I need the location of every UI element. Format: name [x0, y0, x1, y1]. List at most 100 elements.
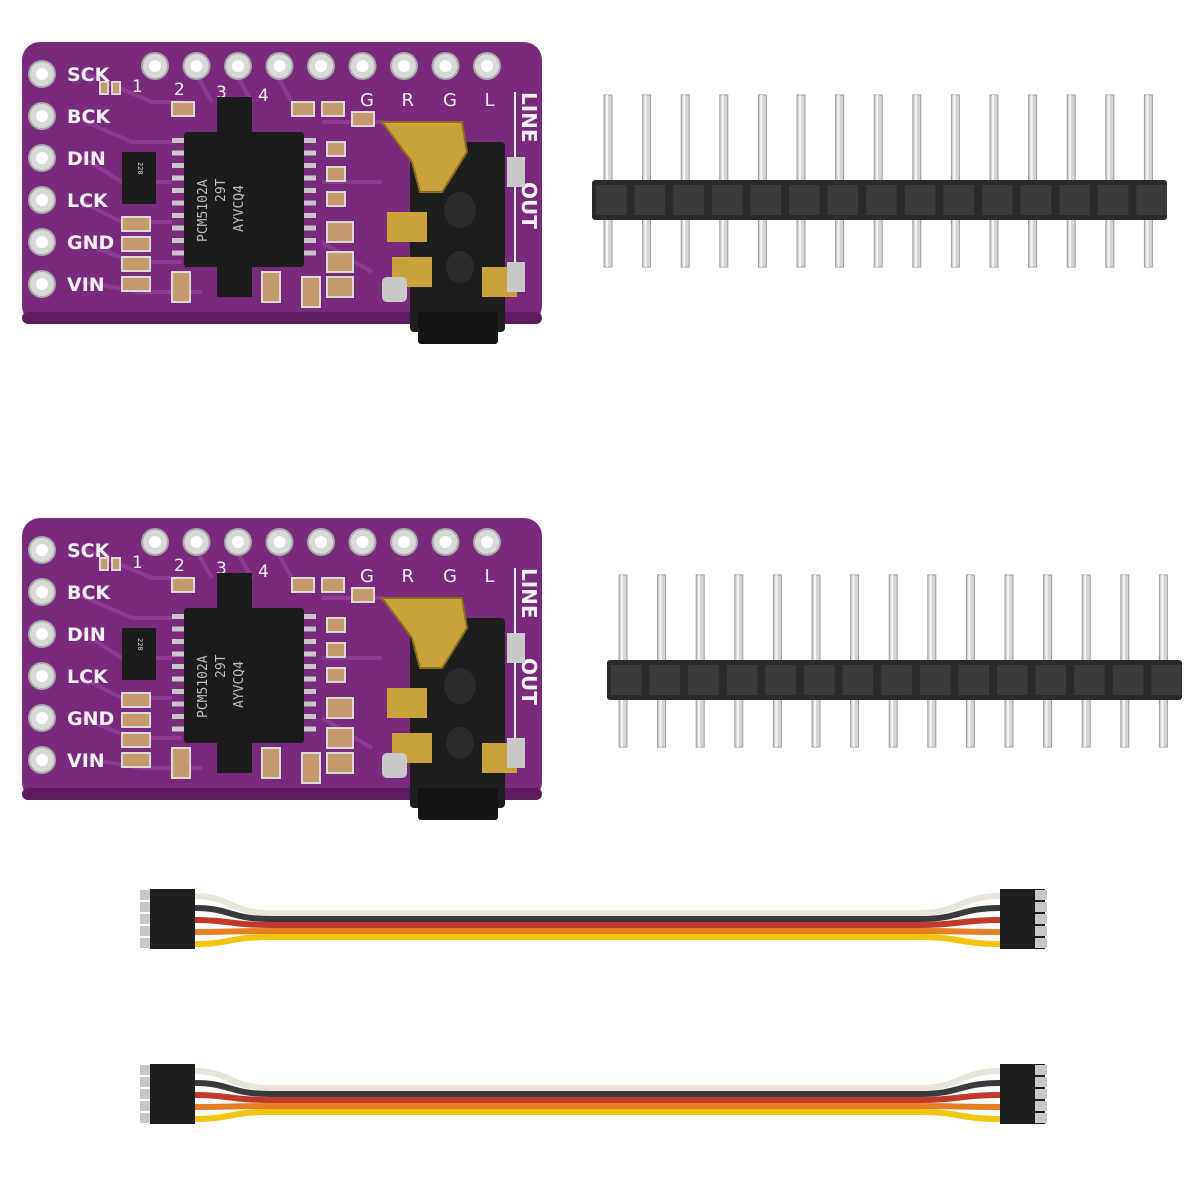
header-segment	[1136, 185, 1167, 215]
ribbon-wire	[194, 1092, 1001, 1103]
chip-leg	[172, 689, 186, 694]
dupont-housing	[150, 1112, 195, 1124]
pin-hole	[149, 536, 161, 548]
smd-component	[121, 712, 151, 728]
ribbon-wire	[194, 893, 1001, 916]
pin-hole	[356, 60, 369, 72]
header-segment	[1020, 185, 1052, 215]
smd-component	[326, 667, 346, 683]
chip-leg	[172, 213, 186, 218]
chip-leg	[302, 150, 316, 156]
dupont-housing	[1000, 1076, 1045, 1088]
chip-marking-line2: 29T	[214, 178, 229, 202]
pin-hole	[398, 536, 410, 548]
pin-label-vin: VIN	[67, 750, 105, 772]
pin-hole	[190, 536, 203, 548]
line-label: LINE	[517, 92, 541, 143]
chip-leg	[172, 188, 186, 193]
smd-component	[351, 587, 375, 603]
ribbon-wire	[194, 1109, 1001, 1122]
chip-leg	[172, 726, 186, 732]
chip-marking-line2: 29T	[214, 654, 229, 678]
pin-number: 1	[132, 77, 143, 97]
pin-hole	[36, 544, 48, 556]
chip-leg	[302, 138, 316, 143]
header-segment	[881, 665, 912, 695]
header-segment	[904, 185, 936, 215]
header-segment	[1112, 665, 1144, 695]
audio-jack	[380, 121, 525, 344]
header-segment	[649, 665, 681, 695]
chip-leg	[172, 250, 186, 256]
chip-leg	[302, 701, 316, 707]
chip-leg	[172, 664, 186, 669]
chip-leg	[302, 614, 316, 619]
smd-component	[326, 617, 346, 633]
regulator-chip	[217, 97, 252, 132]
smd-component	[326, 727, 354, 749]
chip-leg	[172, 614, 186, 619]
smd-component	[326, 191, 346, 207]
regulator-chip	[217, 267, 252, 297]
pin-hole	[190, 60, 203, 72]
channel-label: L	[485, 90, 495, 111]
smd-component	[121, 216, 151, 232]
pin-hole	[315, 60, 327, 72]
smd-components	[99, 81, 375, 308]
chip-leg	[172, 238, 186, 243]
ribbon-wire	[194, 905, 1001, 922]
pin-hole	[36, 236, 48, 248]
pin-label-lck: LCK	[67, 190, 109, 212]
ribbon-wire	[194, 928, 1001, 935]
smd-components	[99, 557, 375, 784]
chip-leg	[172, 639, 186, 644]
pin-hole	[398, 60, 410, 72]
smd-component	[326, 697, 354, 719]
pin-number: 4	[258, 86, 269, 106]
chip-leg	[172, 714, 186, 719]
header-segment	[997, 665, 1028, 695]
dac-chip: PCM5102A 29T AYVCQ4	[172, 608, 316, 743]
chip-marking-line1: PCM5102A	[196, 179, 211, 242]
chip-leg	[302, 639, 316, 644]
smd-component	[321, 101, 345, 117]
line-label: LINE	[517, 568, 541, 619]
connector-pin	[1035, 1065, 1047, 1075]
smd-component	[261, 271, 281, 303]
chip-marking-line3: AYVCQ4	[232, 661, 247, 708]
header-segment	[634, 185, 666, 215]
pin-header-strip	[607, 574, 1182, 748]
pin-number: 3	[216, 83, 227, 103]
header-segment	[596, 185, 627, 215]
header-segment	[943, 185, 974, 215]
header-segment	[982, 185, 1013, 215]
header-segment	[673, 185, 704, 215]
header-segment	[866, 185, 897, 215]
pin-hole	[232, 536, 244, 548]
pin-header-strip	[592, 94, 1167, 268]
chip-leg	[302, 225, 316, 231]
dupont-housing	[1000, 889, 1045, 901]
pin-hole	[315, 536, 327, 548]
pin-hole	[232, 60, 244, 72]
chip-leg	[302, 213, 316, 218]
header-segment	[804, 665, 835, 695]
pin-label-sck: SCK	[67, 64, 111, 86]
pin-label-din: DIN	[67, 148, 106, 170]
dupont-housing	[1000, 925, 1045, 937]
pin-hole	[149, 60, 161, 72]
pin-number: 3	[216, 559, 227, 579]
header-segment	[688, 665, 719, 695]
smd-component	[291, 577, 315, 593]
chip-leg	[172, 676, 186, 682]
chip-leg	[172, 175, 186, 181]
smd-component	[99, 81, 109, 95]
channel-label: R	[402, 566, 415, 587]
smd-component	[99, 557, 109, 571]
